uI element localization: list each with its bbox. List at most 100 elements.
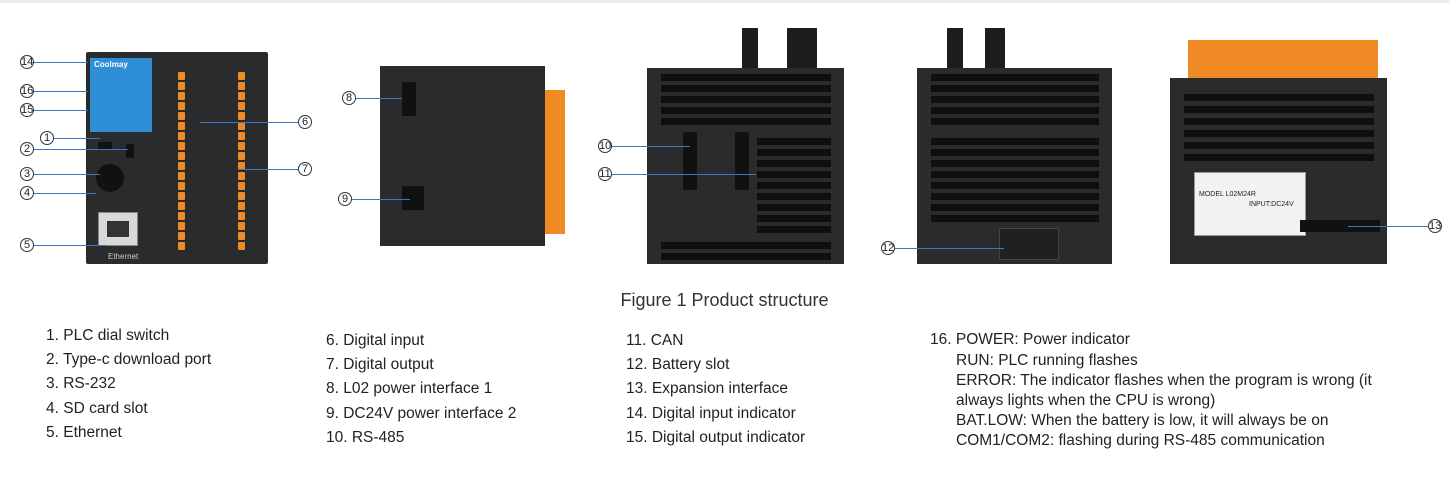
callout-5: 5	[20, 238, 34, 252]
vent-slot	[757, 138, 831, 145]
vent-slot	[661, 85, 831, 92]
callout-leader-7	[238, 169, 298, 170]
vent-slot	[1184, 118, 1374, 125]
terminal-screw	[178, 162, 185, 170]
vent-slot	[757, 182, 831, 189]
vent-slot	[931, 96, 1099, 103]
legend-item: 9. DC24V power interface 2	[326, 404, 517, 422]
callout-14: 14	[20, 55, 34, 69]
callout-leader-3	[34, 174, 100, 175]
legend-item-16-error-cont: always lights when the CPU is wrong)	[956, 392, 1216, 409]
legend-item: 10. RS-485	[326, 428, 405, 446]
legend-item: 13. Expansion interface	[626, 380, 788, 398]
rs485-terminal	[683, 132, 697, 190]
vent-slot	[931, 215, 1099, 222]
terminal-screw	[238, 242, 245, 250]
terminal-screw	[178, 152, 185, 160]
vent-slot	[757, 171, 831, 178]
vent-slot	[757, 204, 831, 211]
callout-leader-12	[895, 248, 1004, 249]
callout-leader-4	[34, 193, 96, 194]
battery-slot	[999, 228, 1059, 260]
vent-slot	[1184, 94, 1374, 101]
terminal-block-input	[176, 72, 188, 252]
legend-item: 4. SD card slot	[46, 399, 148, 417]
vent-slot	[931, 193, 1099, 200]
terminal-screw	[178, 202, 185, 210]
terminal-screw	[238, 92, 245, 100]
callout-leader-9	[352, 199, 410, 200]
legend-item-16-run: RUN: PLC running flashes	[956, 352, 1138, 369]
legend-item-16-batlow: BAT.LOW: When the battery is low, it wil…	[956, 412, 1329, 429]
ethernet-port	[98, 212, 138, 246]
terminal-screw	[178, 192, 185, 200]
vent-slot	[931, 182, 1099, 189]
side-view	[380, 66, 572, 246]
rs232-port	[96, 164, 124, 192]
legend-item: 7. Digital output	[326, 356, 434, 374]
terminal-screw	[178, 102, 185, 110]
top-border	[0, 0, 1449, 3]
terminal-screw	[238, 212, 245, 220]
terminal-screw	[178, 92, 185, 100]
terminal-screw	[178, 82, 185, 90]
vent-slot	[661, 107, 831, 114]
vent-slot	[661, 74, 831, 81]
callout-leader-16	[34, 91, 88, 92]
legend-item: 2. Type-c download port	[46, 351, 212, 369]
callout-leader-14	[34, 62, 88, 63]
terminal-screw	[178, 172, 185, 180]
terminal-screw	[238, 112, 245, 120]
vent-slot	[661, 96, 831, 103]
callout-leader-2	[34, 149, 128, 150]
callout-13: 13	[1428, 219, 1442, 233]
callout-2: 2	[20, 142, 34, 156]
callout-1: 1	[40, 131, 54, 145]
vent-slot	[757, 215, 831, 222]
terminal-screw	[178, 242, 185, 250]
terminal-screw	[238, 102, 245, 110]
legend-item-16-com: COM1/COM2: flashing during RS-485 commun…	[956, 432, 1325, 449]
terminal-screw	[238, 132, 245, 140]
vent-slot	[931, 107, 1099, 114]
legend-item: 3. RS-232	[46, 375, 116, 393]
vent-slot	[757, 160, 831, 167]
vent-slot	[757, 193, 831, 200]
callout-leader-5	[34, 245, 106, 246]
callout-8: 8	[342, 91, 356, 105]
vent-slot	[931, 171, 1099, 178]
terminal-screw	[238, 172, 245, 180]
terminal-block-output	[236, 72, 248, 252]
callout-leader-8	[356, 98, 402, 99]
terminal-screw	[238, 192, 245, 200]
legend-item: 15. Digital output indicator	[626, 428, 806, 446]
vent-slot	[1184, 130, 1374, 137]
terminal-screw	[178, 132, 185, 140]
vent-slot	[1184, 154, 1374, 161]
legend-item: 14. Digital input indicator	[626, 404, 796, 422]
vent-slot	[757, 149, 831, 156]
terminal-screw	[238, 82, 245, 90]
brand-label: Coolmay	[94, 60, 128, 69]
terminal-screw	[238, 162, 245, 170]
vent-slot	[931, 85, 1099, 92]
callout-3: 3	[20, 167, 34, 181]
vent-slot	[1184, 142, 1374, 149]
terminal-screw	[238, 72, 245, 80]
terminal-screw	[178, 122, 185, 130]
callout-leader-13	[1348, 226, 1428, 227]
figure-caption: Figure 1 Product structure	[620, 290, 829, 310]
legend-item: 11. CAN	[626, 332, 684, 349]
vent-slot	[931, 74, 1099, 81]
callout-7: 7	[298, 162, 312, 176]
legend-item: 12. Battery slot	[626, 356, 730, 374]
terminal-screw	[238, 232, 245, 240]
callout-12: 12	[881, 241, 895, 255]
callout-4: 4	[20, 186, 34, 200]
vent-slot	[931, 160, 1099, 167]
vent-slot	[931, 149, 1099, 156]
legend-item: 8. L02 power interface 1	[326, 380, 493, 398]
ethernet-label: Ethernet	[108, 252, 139, 261]
